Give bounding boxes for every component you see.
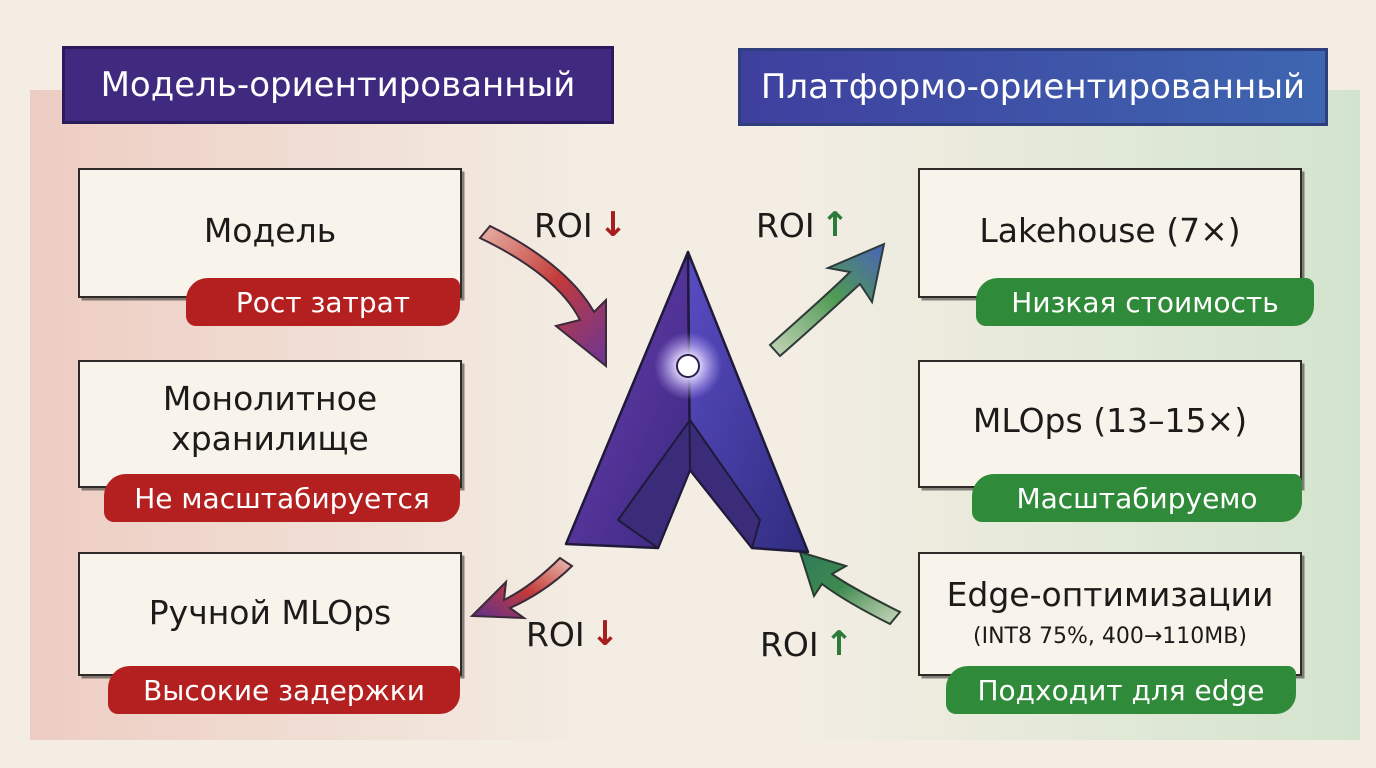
arrow-to-center-bottom-right xyxy=(798,550,902,626)
card-subtitle: (INT8 75%, 400→110MB) xyxy=(973,624,1247,649)
roi-text: ROI xyxy=(526,614,585,654)
roi-up-arrow-icon: ↑ xyxy=(820,205,850,245)
card-title: MLOps (13–15×) xyxy=(972,401,1248,440)
card-mlops: MLOps (13–15×) xyxy=(918,360,1302,488)
card-edge-optimizations: Edge-оптимизации (INT8 75%, 400→110MB) xyxy=(918,552,1302,676)
card-title: Lakehouse (7×) xyxy=(979,211,1241,250)
roi-text: ROI xyxy=(756,205,815,245)
tag-cost-growth: Рост затрат xyxy=(186,278,460,326)
card-title-line2: хранилище xyxy=(171,419,369,458)
roi-label-top-left: ROI ↓ xyxy=(534,205,627,245)
tag-high-latency: Высокие задержки xyxy=(108,666,460,714)
roi-label-bottom-right: ROI ↑ xyxy=(760,624,853,664)
card-manual-mlops: Ручной MLOps xyxy=(78,552,462,676)
card-title: Ручной MLOps xyxy=(148,593,392,632)
arrow-from-center-top-right xyxy=(768,242,886,358)
header-model-oriented: Модель-ориентированный xyxy=(62,46,614,124)
card-monolith-storage: Монолитное хранилище xyxy=(78,360,462,488)
card-title: Edge-оптимизации xyxy=(946,575,1274,614)
roi-text: ROI xyxy=(760,624,819,664)
roi-down-arrow-icon: ↓ xyxy=(590,614,620,654)
tag-scalable: Масштабируемо xyxy=(972,474,1302,522)
roi-text: ROI xyxy=(534,205,593,245)
arrow-to-center-top-left xyxy=(478,224,607,369)
roi-label-top-right: ROI ↑ xyxy=(756,205,849,245)
header-platform-oriented: Платформо-ориентированный xyxy=(738,48,1328,126)
emblem-core xyxy=(676,354,700,378)
card-title: Модель xyxy=(203,211,337,250)
tag-edge-ready: Подходит для edge xyxy=(946,666,1296,714)
roi-down-arrow-icon: ↓ xyxy=(598,205,628,245)
roi-up-arrow-icon: ↑ xyxy=(824,624,854,664)
arrow-from-center-bottom-left xyxy=(469,556,574,620)
card-title-line1: Монолитное xyxy=(162,379,378,418)
tag-low-cost: Низкая стоимость xyxy=(976,278,1314,326)
roi-label-bottom-left: ROI ↓ xyxy=(526,614,619,654)
tag-not-scalable: Не масштабируется xyxy=(104,474,460,522)
